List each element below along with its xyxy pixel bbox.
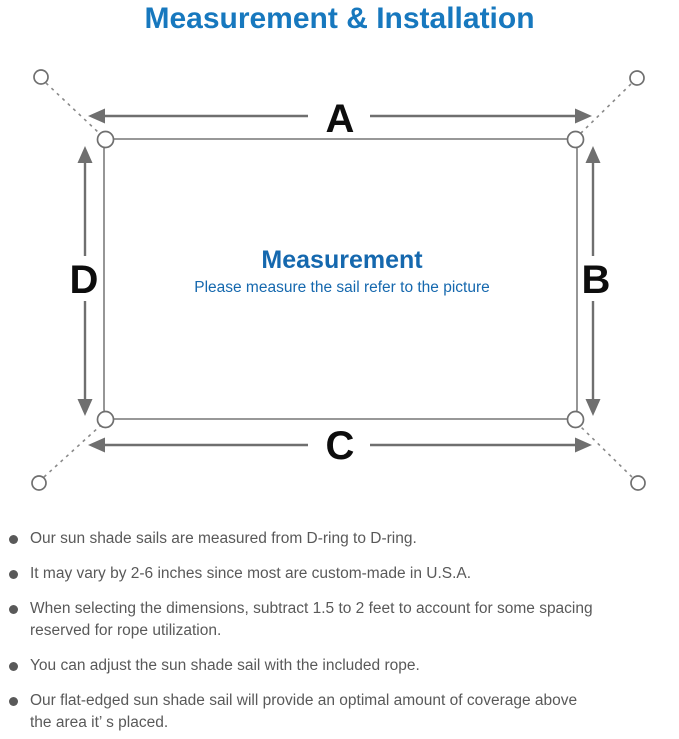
rope-line-bottom-right bbox=[579, 425, 633, 478]
rope-line-top-right bbox=[580, 83, 632, 134]
dimension-arrow-b bbox=[585, 146, 601, 416]
d-ring-icons bbox=[96, 130, 585, 429]
notes-list: Our sun shade sails are measured from D-… bbox=[0, 528, 679, 739]
anchor-ring-icon-bottom-right bbox=[630, 475, 646, 491]
dimension-arrow-a bbox=[88, 108, 592, 124]
anchor-rope-lines bbox=[43, 82, 633, 478]
rope-line-bottom-left bbox=[43, 425, 101, 478]
d-ring-icon-top-left bbox=[96, 130, 115, 149]
page-title: Measurement & Installation bbox=[144, 2, 535, 35]
dimension-label-b: B bbox=[582, 258, 611, 302]
dimension-label-c: C bbox=[326, 424, 355, 468]
d-ring-icon-top-right bbox=[566, 130, 585, 149]
measurement-diagram: A B C D Measurement Please measure the s… bbox=[31, 69, 646, 491]
note-item-adjust-rope: You can adjust the sun shade sail with t… bbox=[0, 655, 679, 677]
dimension-arrow-c bbox=[88, 437, 592, 453]
rope-line-top-left bbox=[45, 82, 100, 134]
dimension-arrow-d bbox=[77, 146, 93, 416]
note-item-coverage: Our flat-edged sun shade sail will provi… bbox=[0, 690, 679, 734]
dimension-label-d: D bbox=[70, 258, 99, 302]
d-ring-icon-bottom-right bbox=[566, 410, 585, 429]
d-ring-icon-bottom-left bbox=[96, 410, 115, 429]
anchor-ring-icon-top-right bbox=[629, 70, 645, 86]
anchor-ring-icon-bottom-left bbox=[31, 475, 47, 491]
shade-sail-outline bbox=[103, 138, 578, 420]
diagram-center-title: Measurement bbox=[261, 246, 423, 274]
anchor-ring-icons bbox=[31, 69, 646, 491]
note-item-variance: It may vary by 2-6 inches since most are… bbox=[0, 563, 679, 585]
anchor-ring-icon-top-left bbox=[33, 69, 49, 85]
note-item-measured-dring: Our sun shade sails are measured from D-… bbox=[0, 528, 679, 550]
diagram-center-subtitle: Please measure the sail refer to the pic… bbox=[194, 279, 490, 296]
dimension-label-a: A bbox=[326, 97, 355, 141]
note-item-subtract-spacing: When selecting the dimensions, subtract … bbox=[0, 598, 679, 642]
